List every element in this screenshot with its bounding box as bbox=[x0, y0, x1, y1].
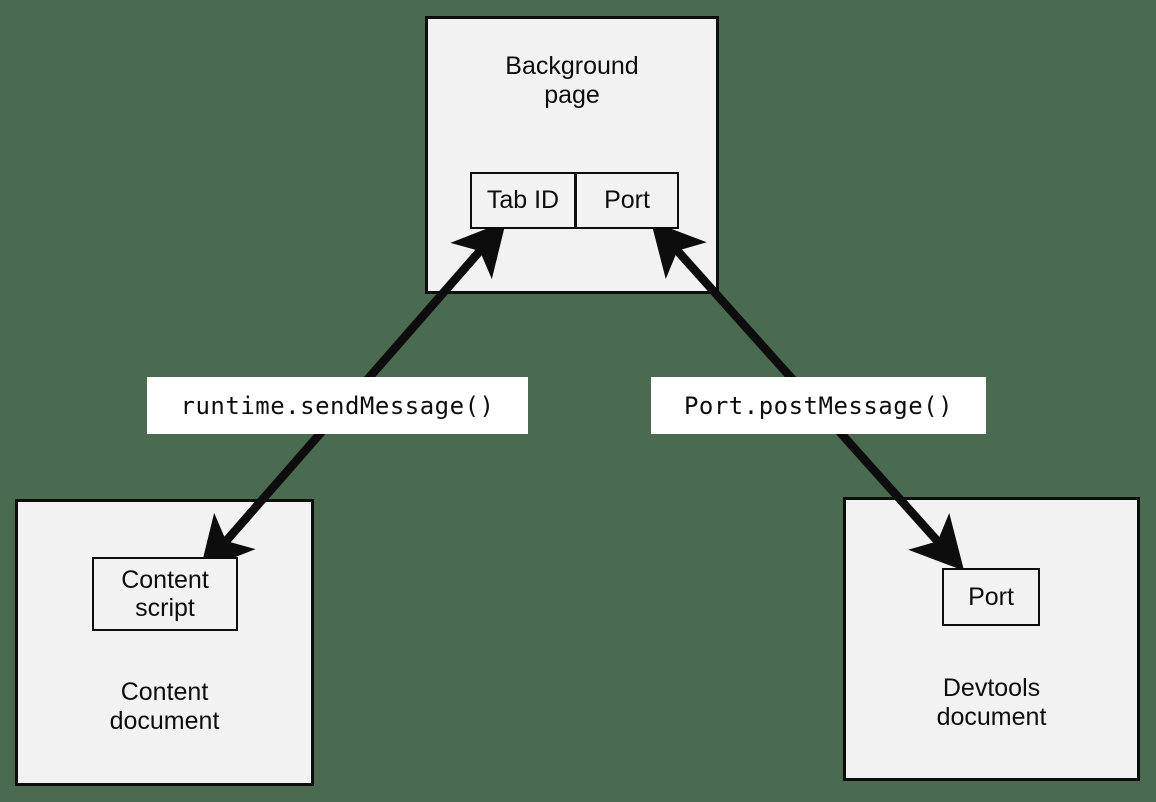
content-script-label-line1: Content bbox=[121, 566, 209, 594]
tab-id-cell: Tab ID bbox=[470, 172, 576, 229]
content-document-title: Content document bbox=[15, 678, 314, 736]
devtools-document-title-line1: Devtools bbox=[942, 674, 1041, 702]
content-document-box bbox=[15, 499, 314, 786]
content-document-title-line1: Content bbox=[120, 678, 209, 706]
background-page-title-line2: page bbox=[544, 80, 600, 109]
edge-label-port-postmessage-text: Port.postMessage() bbox=[683, 391, 954, 420]
devtools-document-box bbox=[843, 497, 1140, 781]
edge-label-runtime-sendmessage: runtime.sendMessage() bbox=[147, 377, 528, 434]
content-script-box: Content script bbox=[92, 557, 238, 631]
devtools-document-title: Devtools document bbox=[843, 674, 1140, 732]
background-page-title: Background page bbox=[425, 52, 719, 110]
background-port-cell: Port bbox=[575, 172, 679, 229]
devtools-port-label: Port bbox=[968, 583, 1014, 611]
content-document-title-line2: document bbox=[109, 706, 220, 735]
devtools-port-box: Port bbox=[942, 568, 1040, 626]
tab-id-cell-label: Tab ID bbox=[486, 186, 560, 214]
devtools-document-title-line2: document bbox=[936, 702, 1047, 731]
background-page-title-line1: Background bbox=[505, 52, 639, 80]
background-port-cell-label: Port bbox=[604, 186, 650, 214]
content-script-label-line2: script bbox=[135, 594, 195, 622]
edge-label-runtime-sendmessage-text: runtime.sendMessage() bbox=[180, 391, 495, 420]
edge-label-port-postmessage: Port.postMessage() bbox=[651, 377, 986, 434]
